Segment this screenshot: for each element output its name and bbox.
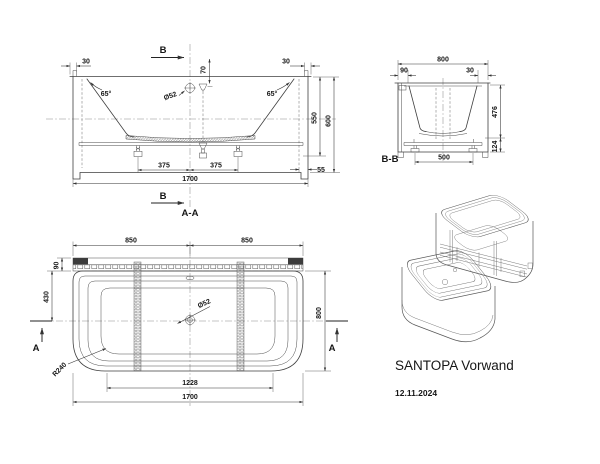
product-title: SANTOPA Vorwand [395,358,514,373]
dim-500-label: 500 [438,155,450,162]
dim-rim-left-label: 30 [82,59,90,66]
drawing-date: 12.11.2024 [395,388,437,398]
isometric-view [401,195,534,343]
dim-55-label: 55 [317,167,325,174]
dim-1228-label: 1228 [182,380,198,387]
section-aa-centerlines [46,44,336,207]
dim-600-label: 600 [326,115,333,127]
dim-800-plan-label: 800 [316,307,323,319]
dim-850-left-label: 850 [125,238,137,245]
dim-430-label: 430 [44,291,51,303]
cut-marker-b-bottom: B [160,191,167,202]
section-bb-geometry [394,82,491,158]
dim-850-right-label: 850 [241,238,253,245]
mount-rail-left [133,261,142,372]
section-aa-geometry [69,70,312,180]
section-bb-view: 800 90 30 476 124 500 B-B [382,57,505,165]
dim-angle-left-label: 65° [101,90,112,98]
title-block: SANTOPA Vorwand 12.11.2024 [395,358,514,398]
section-aa-title: A-A [182,208,199,219]
dim-r240-label: R240 [52,361,69,378]
plan-geometry [72,257,304,372]
wall-tile-hatch [73,265,303,271]
dim-476-label: 476 [492,106,499,118]
plan-centerlines [30,247,348,406]
dim-drain-label: Ø52 [163,91,178,102]
section-aa-view: 30 30 65° 65° Ø52 70 550 600 [46,44,340,219]
dim-90-strip-label: 90 [54,262,61,270]
plan-view: 850 850 90 430 800 R240 Ø52 1228 [30,238,348,406]
iso-tub-frame [435,195,534,283]
cut-marker-b-top: B [160,45,167,56]
cut-marker-a-right: A [329,343,336,354]
dim-overflow-label: 70 [201,66,208,74]
iso-tub-finished [401,250,496,343]
dim-90-label: 90 [400,68,408,75]
dim-drain-plan-label: Ø52 [197,298,212,310]
mount-rail-right [236,261,245,372]
dim-angle-right-label: 65° [267,90,278,98]
cut-marker-a-left: A [33,343,40,354]
dim-rim-right-label: 30 [282,59,290,66]
dim-1700-label: 1700 [182,176,198,183]
dim-800-label: 800 [437,57,449,64]
section-bb-title: B-B [382,154,399,165]
dim-375-right-label: 375 [210,163,222,170]
section-aa-dimensions: 30 30 65° 65° Ø52 70 550 600 [61,45,340,219]
dim-30-label: 30 [466,68,474,75]
section-bb-dimensions: 800 90 30 476 124 500 B-B [382,57,505,165]
dim-1700-plan-label: 1700 [182,394,198,401]
dim-550-label: 550 [312,112,319,124]
dim-375-left-label: 375 [158,163,170,170]
dim-124-label: 124 [492,141,499,153]
